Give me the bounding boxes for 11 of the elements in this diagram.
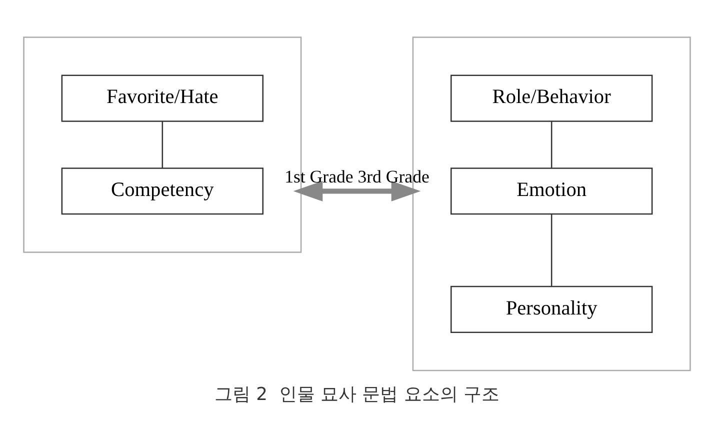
node-box: Role/Behavior [450, 74, 653, 122]
node-box: Favorite/Hate [61, 74, 264, 122]
node-box: Personality [450, 285, 653, 332]
arrow [293, 180, 421, 201]
edge-label: 1st Grade 3rd Grade [284, 166, 430, 186]
connector [162, 120, 164, 168]
connector [550, 214, 552, 286]
node-box: Emotion [450, 167, 653, 214]
connector [550, 120, 552, 168]
caption: 그림 2 인물 묘사 문법 요소의 구조 [214, 383, 500, 404]
node-box: Competency [61, 167, 264, 214]
